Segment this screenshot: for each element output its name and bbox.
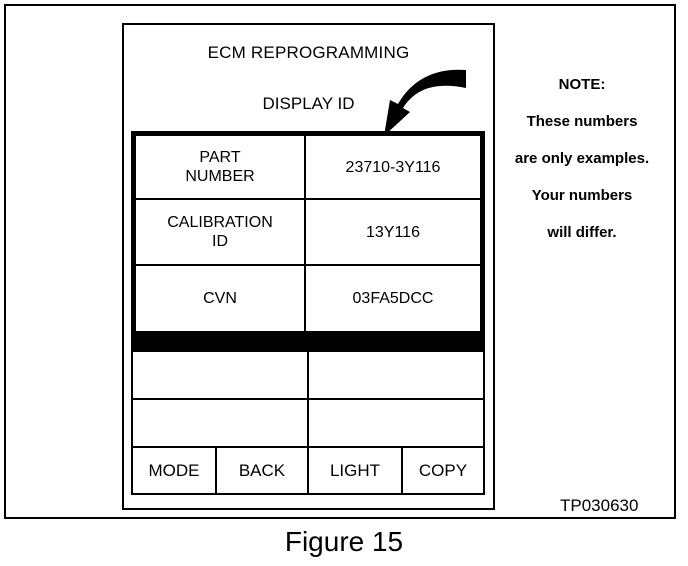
back-button[interactable]: BACK bbox=[217, 448, 309, 493]
row-label: CALIBRATION ID bbox=[136, 200, 306, 264]
button-bar: MODE BACK LIGHT COPY bbox=[133, 448, 483, 493]
screen-divider-bar bbox=[131, 336, 485, 352]
note-line: These numbers bbox=[526, 113, 638, 130]
note-heading: NOTE: bbox=[558, 76, 606, 93]
screen-subtitle: DISPLAY ID bbox=[262, 94, 355, 113]
light-button[interactable]: LIGHT bbox=[309, 448, 403, 493]
empty-display-area: MODE BACK LIGHT COPY bbox=[131, 352, 485, 495]
row-label: CVN bbox=[136, 266, 306, 331]
row-label: PART NUMBER bbox=[136, 136, 306, 198]
empty-cell bbox=[309, 400, 483, 448]
table-row: CVN 03FA5DCC bbox=[136, 266, 480, 331]
table-row: PART NUMBER 23710-3Y116 bbox=[136, 136, 480, 200]
table-row: CALIBRATION ID 13Y116 bbox=[136, 200, 480, 266]
reference-id: TP030630 bbox=[560, 496, 639, 515]
copy-button[interactable]: COPY bbox=[418, 460, 468, 480]
row-value: 13Y116 bbox=[366, 223, 420, 241]
note-line: Your numbers bbox=[531, 187, 633, 204]
note-line: are only examples. bbox=[514, 150, 650, 167]
mode-button[interactable]: MODE bbox=[133, 448, 217, 493]
empty-cell bbox=[133, 352, 309, 400]
empty-cell bbox=[133, 400, 309, 448]
note-box: NOTE: These numbers are only examples. Y… bbox=[492, 66, 672, 251]
empty-cell bbox=[309, 352, 483, 400]
figure-frame bbox=[4, 4, 676, 519]
note-line: will differ. bbox=[547, 224, 617, 241]
id-table: PART NUMBER 23710-3Y116 CALIBRATION ID 1… bbox=[131, 131, 485, 336]
screen-title: ECM REPROGRAMMING bbox=[207, 43, 410, 62]
curved-arrow-icon bbox=[384, 69, 466, 136]
row-value: 03FA5DCC bbox=[352, 290, 434, 307]
row-value: 23710-3Y116 bbox=[345, 158, 441, 176]
figure-caption: Figure 15 bbox=[284, 526, 404, 557]
